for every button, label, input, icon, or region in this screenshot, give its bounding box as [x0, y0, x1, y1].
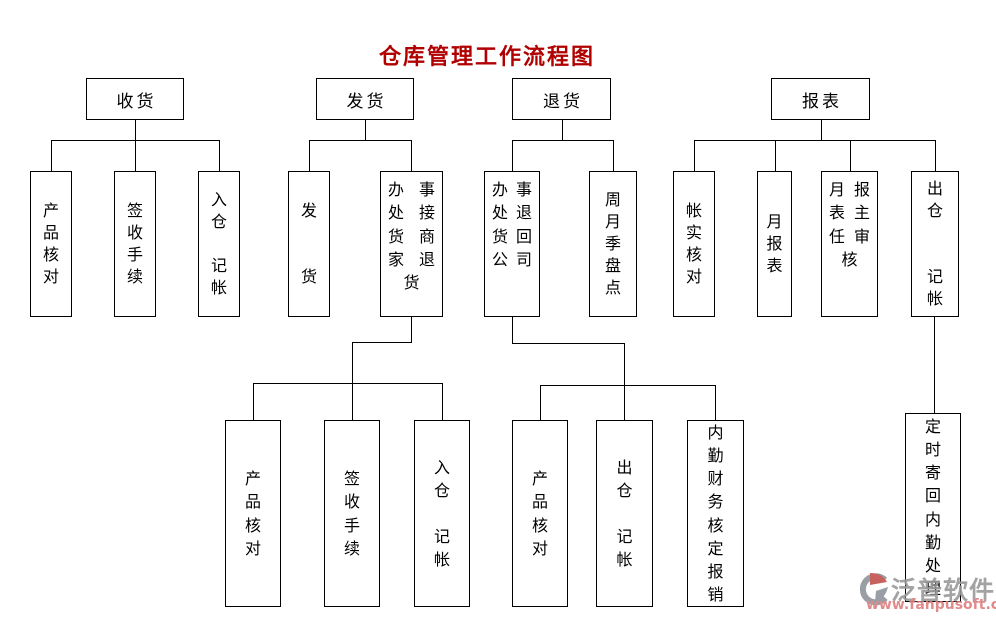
connector-line [309, 140, 310, 171]
connector-line [715, 385, 716, 420]
node-warehouse-in-bookkeeping-receiving: 入仓记帐 [198, 171, 240, 317]
connector-line [512, 317, 513, 343]
node-office-receives-merchant-returns: 办事处接货商家退货 [380, 171, 443, 317]
connector-line [512, 140, 613, 141]
node-monthly-report-director-review: 月报表主任审核 [821, 171, 878, 317]
connector-line [253, 383, 254, 420]
connector-line [694, 140, 935, 141]
connector-line [442, 383, 443, 420]
connector-line [624, 385, 625, 420]
connector-line [411, 317, 412, 342]
connector-line [135, 140, 136, 171]
node-returns: 退货 [512, 78, 611, 120]
connector-line [352, 342, 412, 343]
watermark-url: www.fanpusoft.com [866, 597, 996, 613]
node-signoff-procedure-shipping: 签收手续 [324, 420, 380, 607]
page-title: 仓库管理工作流程图 [378, 45, 595, 70]
node-monthly-report: 月报表 [757, 171, 792, 317]
node-signoff-procedure-receiving: 签收手续 [114, 171, 156, 317]
connector-line [352, 383, 353, 420]
connector-line [135, 120, 136, 140]
connector-line [51, 140, 52, 171]
connector-line [624, 343, 625, 385]
connector-line [821, 120, 822, 140]
connector-line [694, 140, 695, 171]
connector-line [512, 343, 624, 344]
node-office-returns-goods-to-company: 办事处退货回公司 [484, 171, 540, 317]
connector-line [253, 383, 442, 384]
connector-line [934, 317, 935, 413]
connector-line [411, 140, 412, 171]
connector-line [775, 140, 776, 171]
watermark-brand: 泛普软件 [891, 576, 996, 605]
connector-line [219, 140, 220, 171]
connector-line [562, 120, 563, 140]
node-warehouse-out-bookkeeping-reports: 出仓记帐 [911, 171, 959, 317]
node-product-check-shipping: 产品核对 [225, 420, 281, 607]
node-product-check-receiving: 产品核对 [30, 171, 72, 317]
connector-line [365, 120, 366, 140]
node-scheduled-mailback-backoffice-processing: 定时寄回内勤处理 [905, 413, 961, 602]
connector-line [512, 140, 513, 171]
connector-line [613, 140, 614, 171]
connector-line [352, 342, 353, 383]
node-product-check-returns: 产品核对 [512, 420, 568, 607]
node-warehouse-out-bookkeeping-returns: 出仓记帐 [596, 420, 653, 607]
node-periodic-stocktake: 周月季盘点 [589, 171, 637, 317]
connector-line [850, 140, 851, 171]
connector-line [540, 385, 541, 420]
watermark: 泛普软件 www.fanpusoft.com [855, 570, 996, 616]
node-backoffice-finance-approve-reimburse: 内勤财务核定报销 [687, 420, 744, 607]
connector-line [540, 385, 715, 386]
connector-line [309, 140, 411, 141]
node-receiving: 收货 [86, 78, 184, 120]
node-warehouse-in-bookkeeping-shipping: 入仓记帐 [414, 420, 470, 607]
fanpu-logo-icon [859, 573, 888, 606]
node-shipping: 发货 [316, 78, 414, 120]
connector-line [935, 140, 936, 171]
node-account-reality-check: 帐实核对 [673, 171, 715, 317]
node-ship-goods: 发货 [288, 171, 330, 317]
node-reports: 报表 [771, 78, 870, 120]
